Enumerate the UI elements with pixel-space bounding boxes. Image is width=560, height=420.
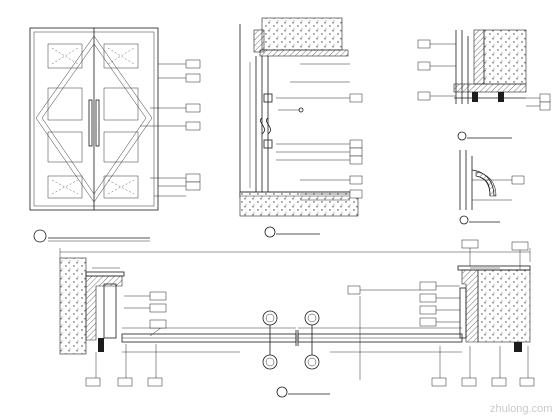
elevation-leaders xyxy=(140,59,201,197)
elevation-title xyxy=(33,229,150,243)
plan-leaders-left xyxy=(85,291,167,387)
detail-b-title xyxy=(459,215,500,225)
door-elevation xyxy=(29,27,201,243)
door-panels xyxy=(47,43,139,199)
door-handles xyxy=(88,99,100,147)
plan-handles xyxy=(262,310,320,370)
corner-detail-b xyxy=(459,150,525,225)
section-title xyxy=(264,226,320,238)
vertical-section xyxy=(239,17,363,238)
watermark: zhulong.com xyxy=(490,403,552,415)
plan-door-leaves xyxy=(121,330,463,346)
plan-left-wall xyxy=(59,257,125,355)
section-floor xyxy=(239,191,359,217)
plan-leaders-right xyxy=(347,239,535,387)
detail-a-title xyxy=(457,131,512,141)
section-leaders xyxy=(276,63,363,201)
plan-dimension-inner xyxy=(122,327,462,353)
plan-right-wall xyxy=(457,265,531,352)
plan-section xyxy=(59,239,535,398)
detail-a-leaders xyxy=(417,39,551,111)
corner-detail-a xyxy=(417,29,551,141)
plan-title xyxy=(276,386,330,398)
plan-dimension-top xyxy=(59,248,531,269)
